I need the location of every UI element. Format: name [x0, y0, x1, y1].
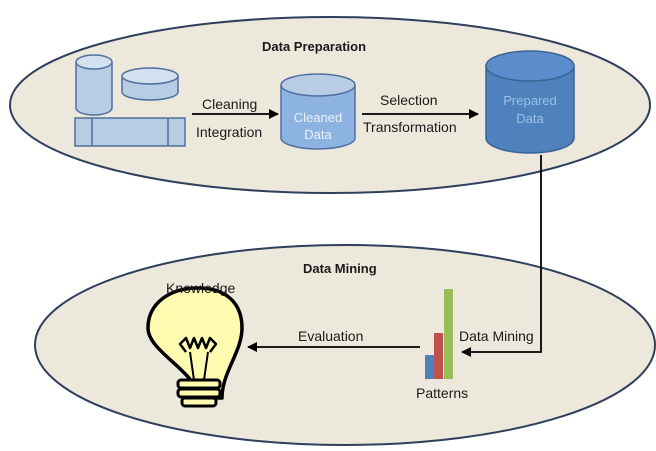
prepared-data-label-line2: Data: [516, 111, 544, 126]
evaluation-label: Evaluation: [298, 328, 364, 344]
cleaning-label: Cleaning: [202, 96, 258, 112]
cleaned-data-cylinder-icon: [280, 73, 356, 150]
raw-data-cylinder-icon: [75, 54, 113, 116]
data-mining-title: Data Mining: [303, 261, 377, 276]
pattern-bar-green: [444, 289, 453, 379]
pattern-bar-red: [434, 333, 443, 379]
raw-data-horizontal-cylinder-icon: [74, 117, 186, 147]
pattern-bar-blue: [425, 355, 434, 379]
data-mining-step-label: Data Mining: [459, 328, 534, 344]
lightbulb-icon: [146, 286, 244, 408]
selection-label: Selection: [380, 92, 438, 108]
transformation-label: Transformation: [363, 119, 457, 135]
raw-data-disk-icon: [121, 67, 179, 101]
knowledge-label: Knowledge: [166, 280, 236, 296]
patterns-label: Patterns: [416, 385, 469, 401]
cleaned-data-label-line1: Cleaned: [293, 110, 343, 125]
integration-label: Integration: [196, 124, 263, 140]
prepared-to-mining-connector: [461, 155, 542, 357]
cleaned-data-label-line2: Data: [304, 127, 332, 142]
prepared-data-label-line1: Prepared: [503, 93, 557, 108]
prepared-data-cylinder-icon: [485, 50, 575, 154]
data-preparation-title: Data Preparation: [262, 39, 367, 54]
patterns-bar-chart-icon: [425, 289, 453, 379]
